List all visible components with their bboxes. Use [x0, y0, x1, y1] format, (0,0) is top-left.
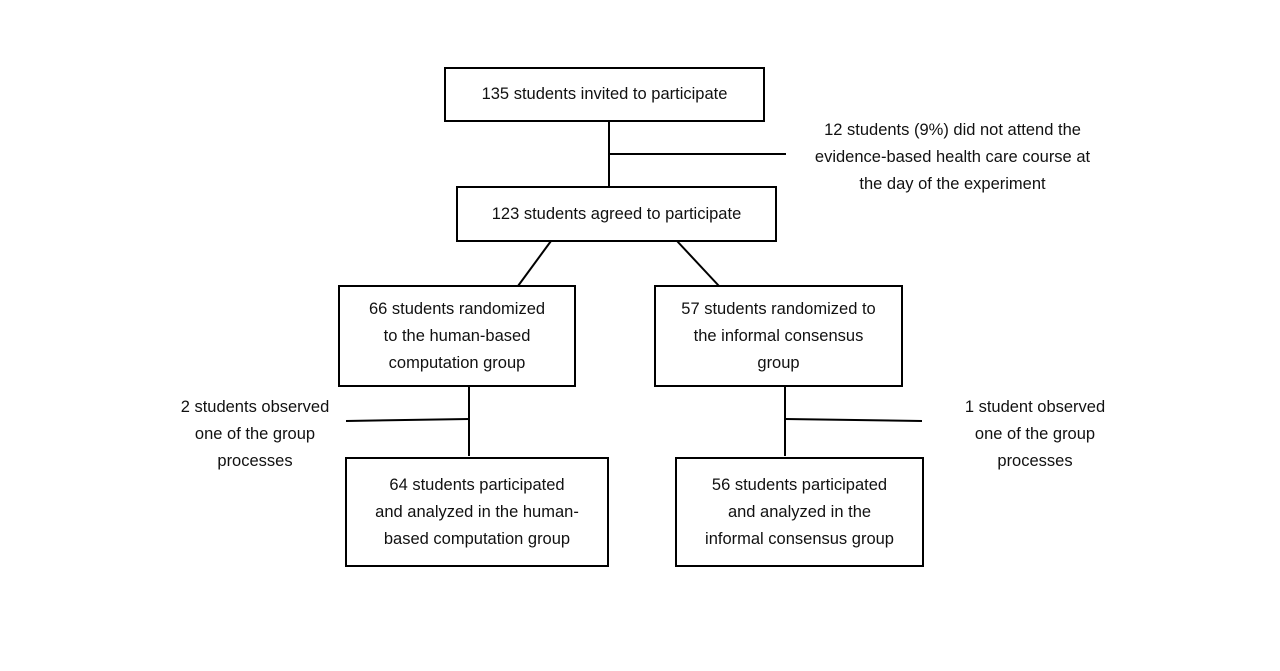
ic-analyzed-text: 56 students participated and analyzed in… [705, 475, 894, 548]
exclusion-note: 12 students (9%) did not attend the evid… [814, 121, 1091, 193]
ic-randomized-box: 57 students randomized to the informal c… [654, 285, 903, 387]
ic-analyzed-box: 56 students participated and analyzed in… [675, 457, 924, 567]
connector-agreed-to-hbc [517, 240, 552, 287]
agreed-box: 123 students agreed to participate [456, 186, 777, 242]
hbc-observer-note: 2 students observed one of the group pro… [180, 398, 330, 470]
hbc-randomized-text: 66 students randomized to the human-base… [368, 299, 546, 372]
connector-agreed-to-ic [676, 240, 720, 287]
invited-box: 135 students invited to participate [444, 67, 765, 122]
hbc-randomized-box: 66 students randomized to the human-base… [338, 285, 576, 387]
hbc-analyzed-text: 64 students participated and analyzed in… [375, 475, 579, 548]
connector-ic-observer-branch [784, 418, 923, 422]
ic-observer-note: 1 student observed one of the group proc… [964, 398, 1106, 470]
hbc-analyzed-box: 64 students participated and analyzed in… [345, 457, 609, 567]
agreed-text: 123 students agreed to participate [491, 204, 742, 223]
invited-text: 135 students invited to participate [481, 85, 728, 103]
ic-randomized-text: 57 students randomized to the informal c… [681, 299, 876, 372]
connector-hbc-observer-branch [345, 418, 470, 422]
